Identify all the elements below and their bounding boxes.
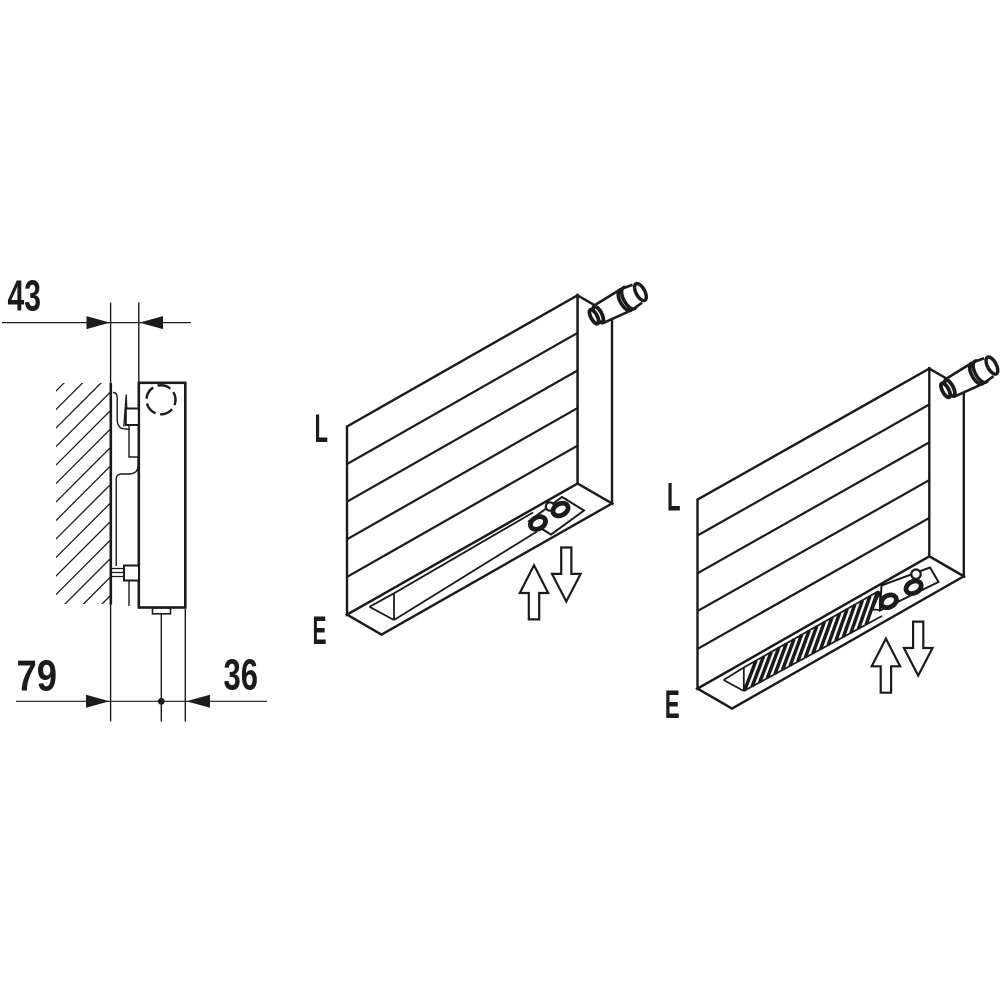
svg-text:43: 43 (8, 273, 42, 321)
svg-text:L: L (667, 475, 681, 519)
svg-text:E: E (665, 683, 680, 727)
svg-text:L: L (315, 407, 329, 451)
svg-text:36: 36 (224, 652, 259, 700)
svg-text:79: 79 (17, 653, 58, 701)
svg-text:E: E (313, 609, 327, 653)
